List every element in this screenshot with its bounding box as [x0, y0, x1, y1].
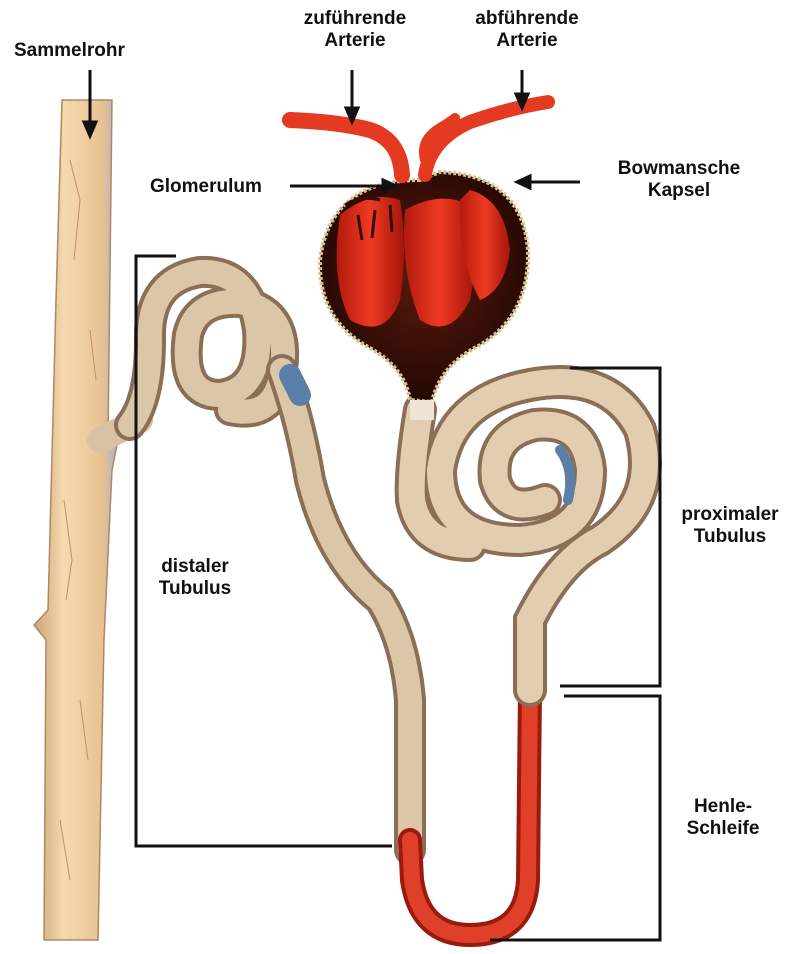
- label-henle-schleife: Henle- Schleife: [668, 796, 778, 840]
- label-sammelrohr: Sammelrohr: [14, 40, 125, 62]
- label-proximal-line1: proximaler: [668, 504, 792, 526]
- label-zufuehrende-line1: zuführende: [290, 8, 420, 30]
- label-bowman-line2: Kapsel: [584, 180, 774, 202]
- label-abfuehrende-line2: Arterie: [462, 30, 592, 52]
- label-glomerulum: Glomerulum: [150, 176, 262, 198]
- label-sammelrohr-text: Sammelrohr: [14, 40, 125, 62]
- label-glomerulum-text: Glomerulum: [150, 176, 262, 198]
- label-proximal-line2: Tubulus: [668, 526, 792, 548]
- label-distaler-tubulus: distaler Tubulus: [140, 556, 250, 600]
- label-distal-line1: distaler: [140, 556, 250, 578]
- label-zufuehrende-arterie: zuführende Arterie: [290, 8, 420, 52]
- label-proximaler-tubulus: proximaler Tubulus: [668, 504, 792, 548]
- label-distal-line2: Tubulus: [140, 578, 250, 600]
- label-henle-line2: Schleife: [668, 818, 778, 840]
- label-bowman-kapsel: Bowmansche Kapsel: [584, 158, 774, 202]
- proximal-tubule: [412, 382, 645, 690]
- henle-loop: [410, 690, 530, 935]
- label-zufuehrende-line2: Arterie: [290, 30, 420, 52]
- label-abfuehrende-line1: abführende: [462, 8, 592, 30]
- arteries: [290, 102, 548, 175]
- collecting-duct: [34, 100, 140, 940]
- label-henle-line1: Henle-: [668, 796, 778, 818]
- label-abfuehrende-arterie: abführende Arterie: [462, 8, 592, 52]
- label-bowman-line1: Bowmansche: [584, 158, 774, 180]
